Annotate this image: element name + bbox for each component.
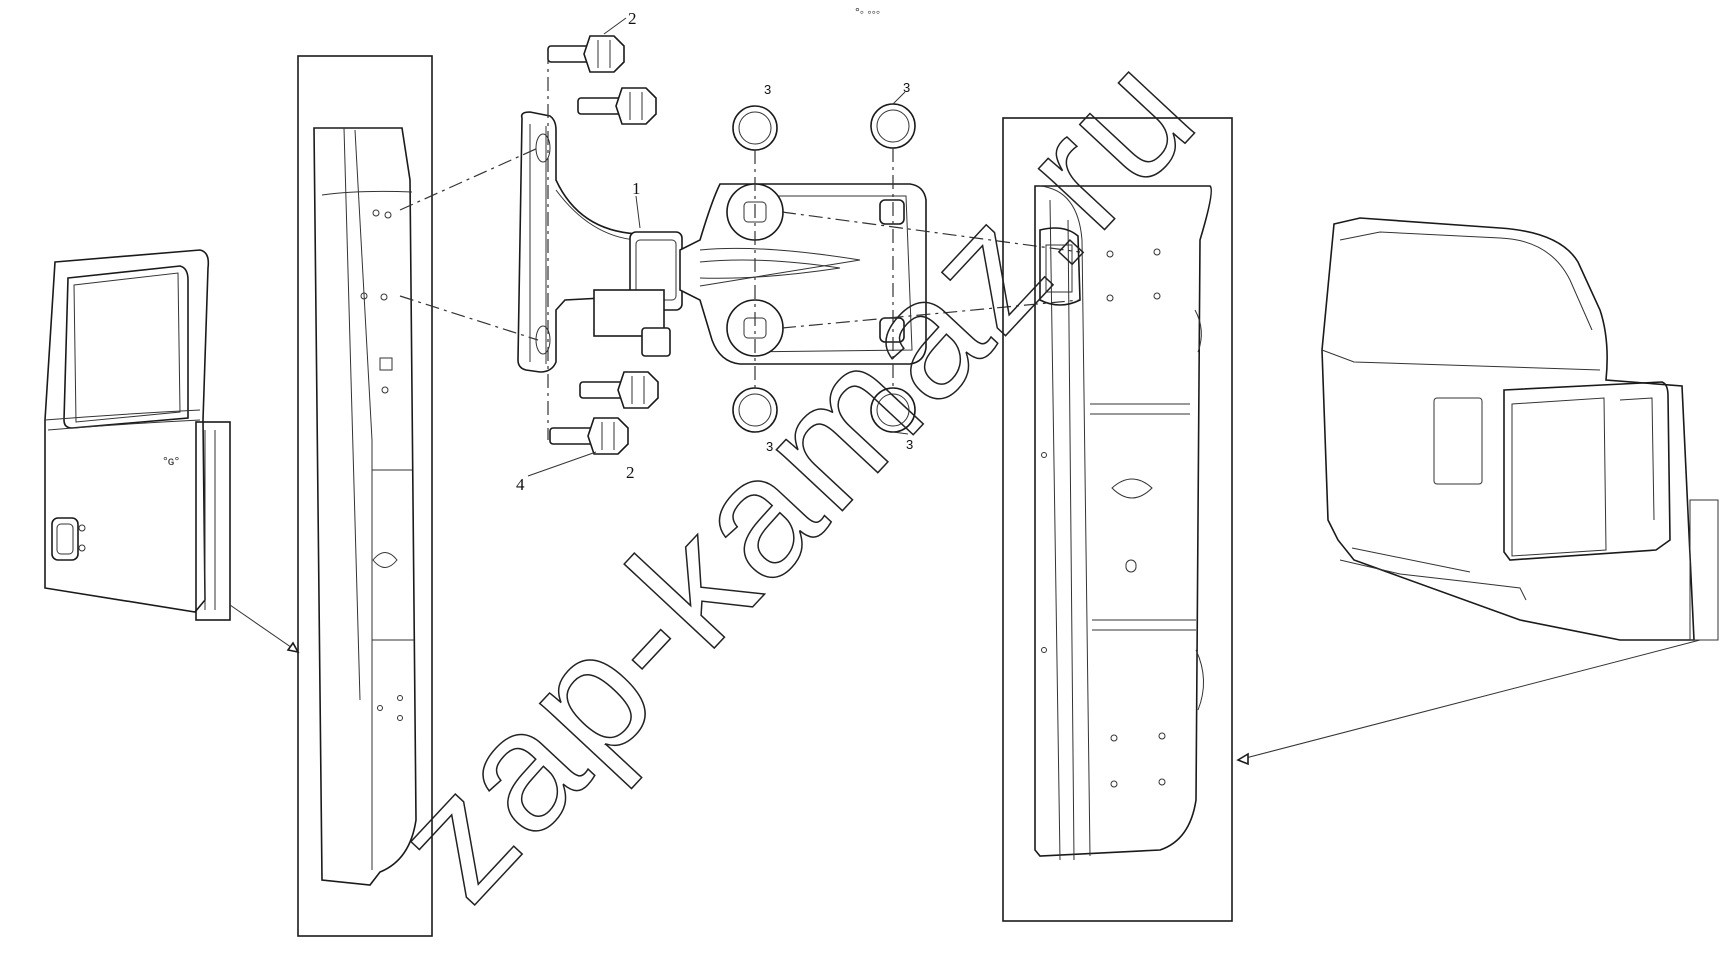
callout-hinge: 1 xyxy=(632,179,641,198)
callout-bushing-top-left: 3 xyxy=(764,82,771,97)
callout-bushing-bottom-right: 3 xyxy=(906,437,913,452)
cab-assembly xyxy=(1236,217,1719,766)
bolt-bottom-2 xyxy=(549,417,629,455)
bolt-top-1 xyxy=(547,35,625,73)
header-mark: °◦ ◦◦◦ xyxy=(855,5,880,19)
door-assembly: °ɢ° xyxy=(44,249,300,654)
callout-bolt-bottom: 2 xyxy=(626,463,635,482)
callouts: 2 1 3 3 3 3 4 2 xyxy=(516,9,913,494)
callout-bushing-bottom-left: 3 xyxy=(766,439,773,454)
bolt-top-2 xyxy=(577,87,657,125)
alignment-lines xyxy=(399,50,1081,440)
callout-washer: 4 xyxy=(516,475,525,494)
watermark: zap-kamaz.ru xyxy=(357,17,1233,936)
watermark-text: zap-kamaz.ru xyxy=(358,17,1232,935)
cab-pillar-detail xyxy=(1002,117,1233,922)
door-mark: °ɢ° xyxy=(163,454,180,468)
callout-bolt-top: 2 xyxy=(628,9,637,28)
callout-bushing-top-right: 3 xyxy=(903,80,910,95)
door-pillar-detail xyxy=(297,55,433,937)
bolt-bottom-1 xyxy=(579,371,659,409)
bolts xyxy=(547,35,659,455)
